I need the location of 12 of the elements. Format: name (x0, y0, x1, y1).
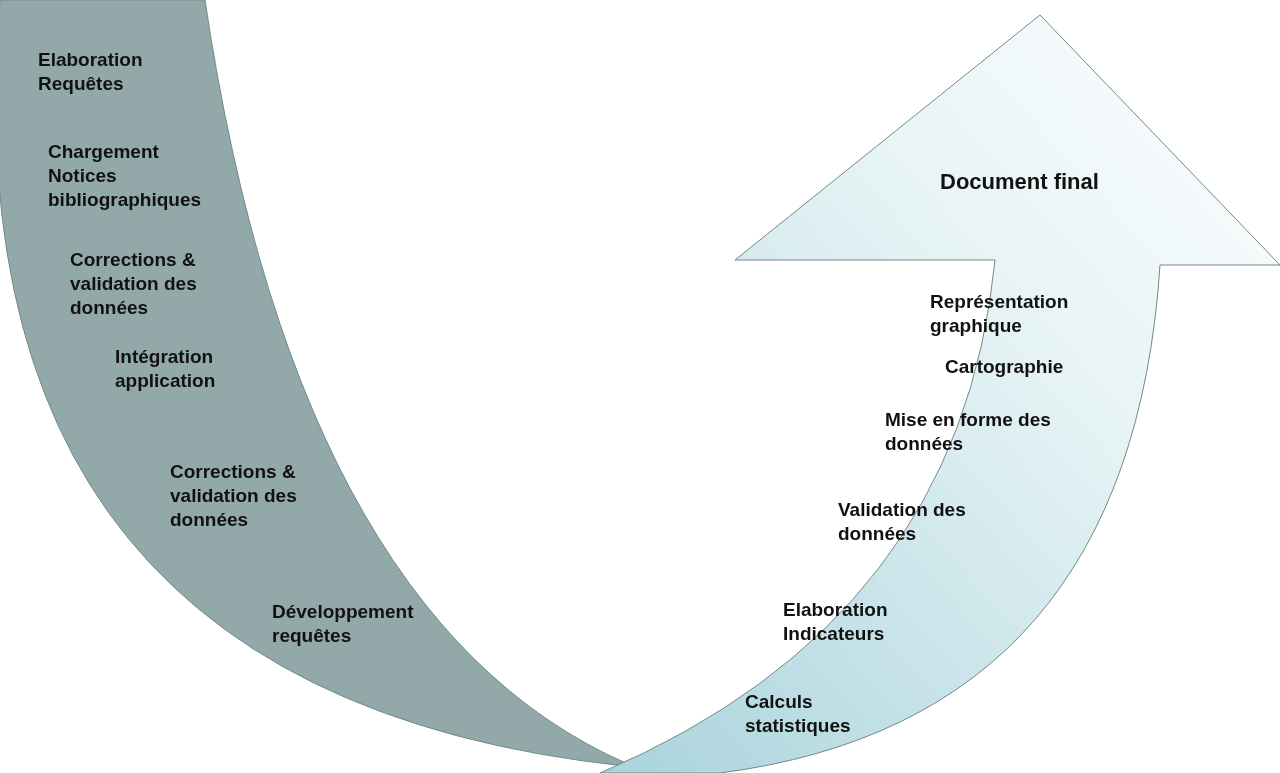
heading: Document final (940, 170, 1099, 194)
step-label: Corrections & validation des données (70, 248, 198, 320)
step-label: Calculs statistiques (745, 690, 852, 738)
step-label: Cartographie (945, 355, 1064, 379)
step-label: Elaboration Indicateurs (783, 598, 889, 646)
step-label: Développement requêtes (272, 600, 415, 648)
step-label: Elaboration Requêtes (38, 48, 144, 96)
step-label: Mise en forme des données (885, 408, 1052, 456)
step-label: Intégration application (115, 345, 217, 393)
step-label: Représentation graphique (930, 290, 1070, 338)
step-label: Validation des données (838, 498, 967, 546)
step-label: Corrections & validation des données (170, 460, 298, 532)
